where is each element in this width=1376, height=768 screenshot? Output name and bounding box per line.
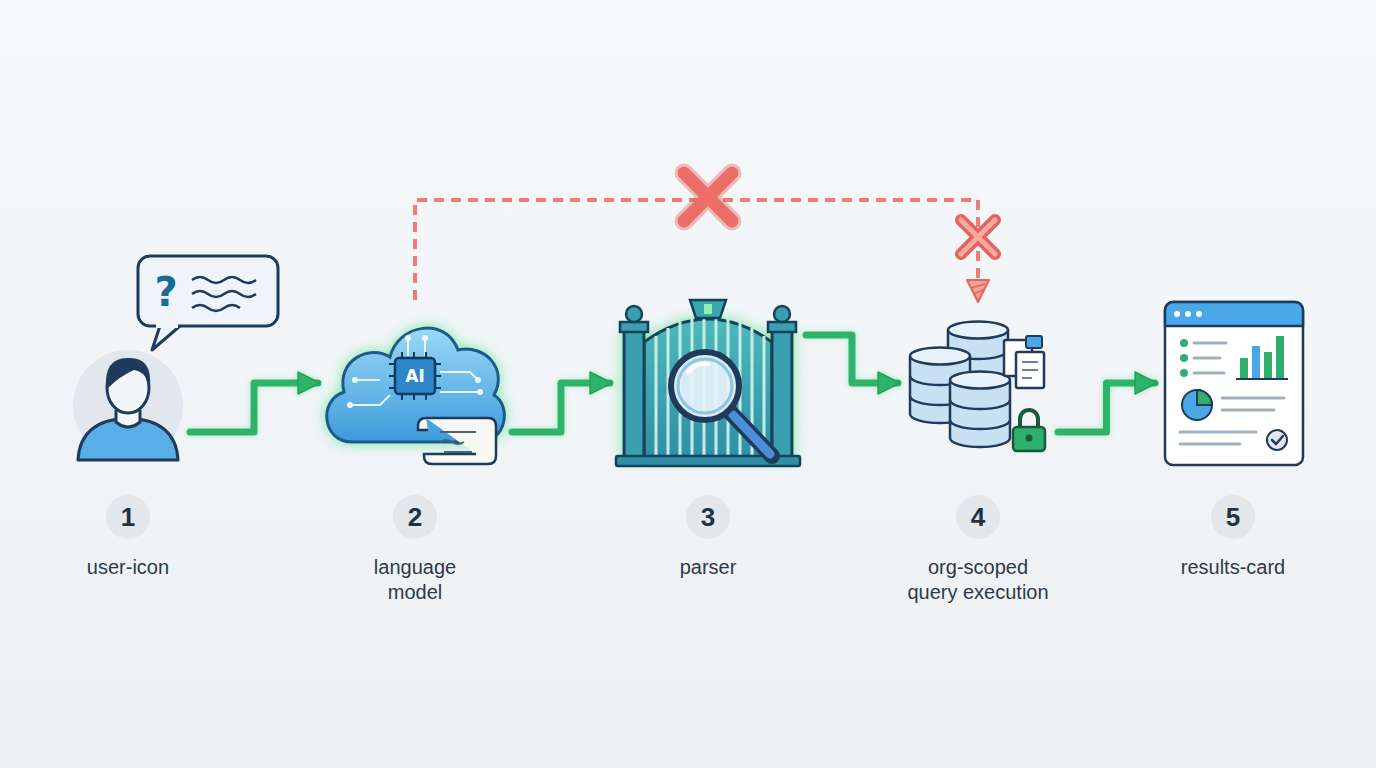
step-number: 5: [1226, 504, 1240, 530]
step-number: 3: [701, 504, 715, 530]
blocked-cross-small: [961, 220, 995, 254]
pipeline-step: 5results-card: [1155, 300, 1311, 610]
step-badge: 1: [106, 495, 150, 539]
step-number: 4: [971, 504, 985, 530]
blocked-bypass-arrow: [415, 200, 978, 300]
step-label: user-icon: [43, 555, 213, 580]
step-label: parser: [633, 555, 783, 580]
question-mark: ?: [154, 272, 177, 312]
edges-group: [190, 200, 1155, 432]
step-number: 2: [408, 504, 422, 530]
gate-illustration: [616, 300, 800, 466]
step-badge: 2: [393, 495, 437, 539]
database-illustration: [910, 322, 1045, 452]
pipeline-step: 2 language model: [318, 300, 512, 610]
pipeline-step: 4 org-scoped query execution: [898, 300, 1058, 610]
step-label: results-card: [1148, 555, 1318, 580]
user-illustration: [73, 256, 278, 460]
results-card-illustration: [1165, 302, 1303, 465]
flow-arrow: [512, 383, 610, 432]
step-badge: 3: [686, 495, 730, 539]
cloud-illustration: [327, 328, 505, 464]
pipeline-step: 3 parser: [610, 300, 806, 610]
flow-arrow: [190, 383, 318, 432]
flow-arrow: [1058, 383, 1155, 432]
step-badge: 4: [956, 495, 1000, 539]
pipeline-step: 1user-icon: [66, 300, 190, 610]
step-number: 1: [121, 504, 135, 530]
flow-arrow: [806, 335, 898, 383]
step-label: org-scoped query execution: [904, 555, 1052, 605]
step-label: language model: [360, 555, 470, 605]
chip-label: AI: [405, 368, 424, 385]
step-badge: 5: [1211, 495, 1255, 539]
blocked-cross: [684, 173, 732, 221]
